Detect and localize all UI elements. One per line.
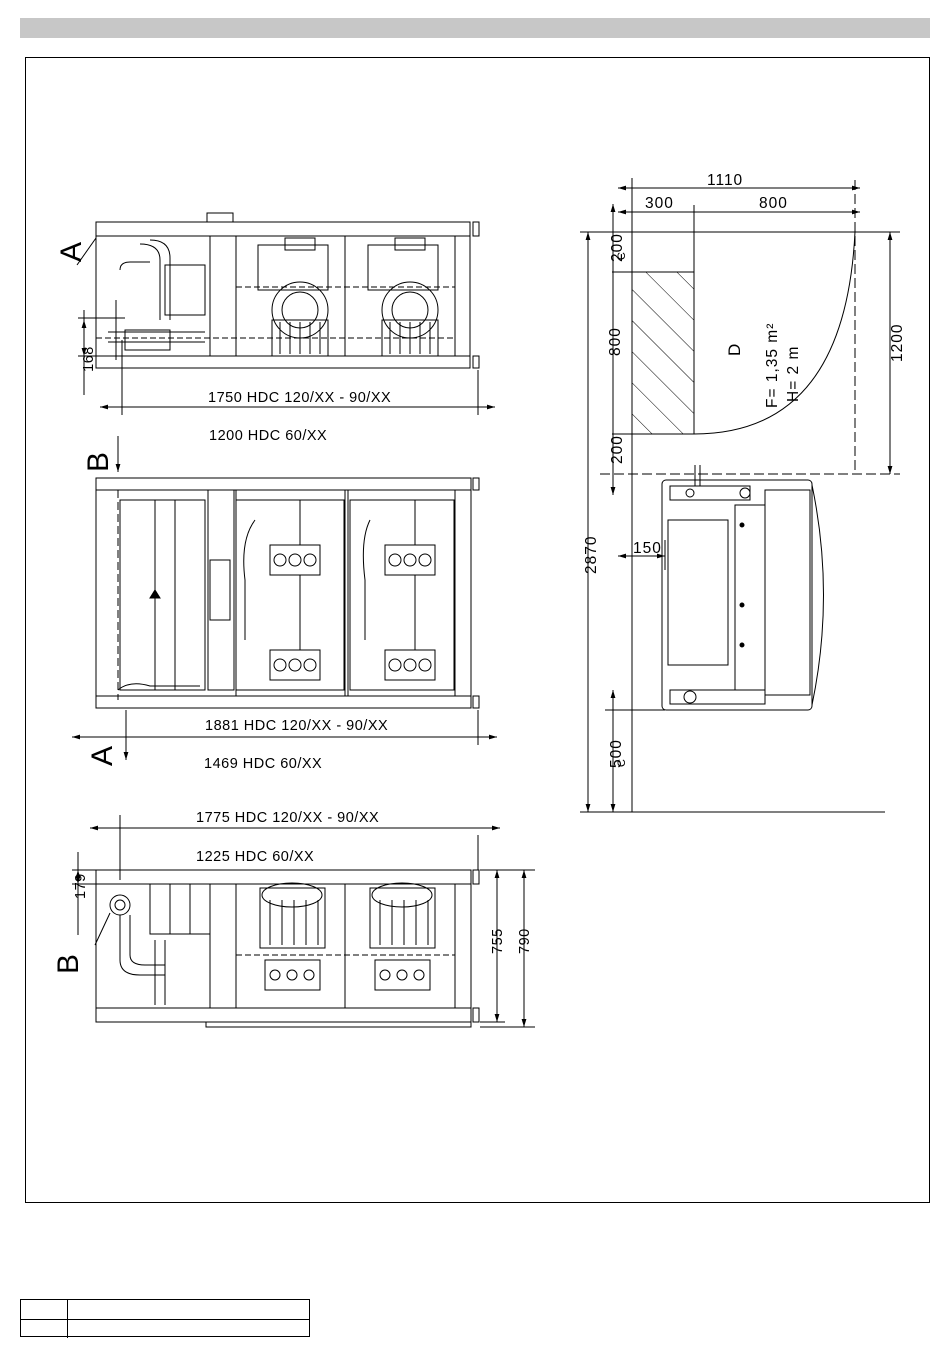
legend-row [21, 1319, 309, 1338]
clearance-c-bottom: C [616, 759, 628, 767]
dim-total-length: 2870 [583, 536, 600, 574]
dim-length-front-1: 1750 HDC 120/XX - 90/XX [208, 390, 391, 406]
clearance-c-top: C [616, 252, 628, 260]
dim-left-width: 300 [645, 195, 674, 212]
motor-2 [370, 883, 435, 990]
side-view [72, 815, 535, 1027]
section-a-top: A [86, 746, 119, 766]
dim-depth-side-2: 790 [517, 928, 533, 954]
dim-total-width: 1110 [707, 172, 743, 189]
valve-block-2 [363, 500, 435, 680]
dim-door-swing: 1200 [889, 324, 906, 362]
dim-height-front: 168 [81, 346, 97, 372]
dim-door: 800 [607, 327, 624, 356]
hatched-door-zone [632, 272, 694, 434]
dim-door-bottom: 200 [609, 435, 626, 464]
dim-right-width: 800 [759, 195, 788, 212]
valve-block-1 [244, 500, 320, 680]
motor-1 [260, 883, 325, 990]
door-label: D [725, 343, 744, 356]
dim-side-gap: 150 [633, 540, 662, 557]
dim-height-side: 179 [73, 873, 89, 899]
height-label: H= 2 m [785, 346, 802, 402]
dim-length-top-2: 1469 HDC 60/XX [204, 756, 322, 772]
section-a-front: A [55, 242, 88, 262]
section-b-side: B [52, 954, 85, 974]
top-view [72, 436, 497, 760]
dim-length-side-2: 1225 HDC 60/XX [196, 849, 314, 865]
front-view [77, 213, 495, 415]
dim-depth-side-1: 755 [490, 928, 506, 954]
dim-length-top-1: 1881 HDC 120/XX - 90/XX [205, 718, 388, 734]
unit-plan-view [662, 465, 824, 710]
area-label: F= 1,35 m² [764, 323, 781, 408]
installation-layout [580, 178, 900, 812]
legend-table [20, 1299, 310, 1337]
legend-row [21, 1300, 309, 1320]
dim-length-side-1: 1775 HDC 120/XX - 90/XX [196, 810, 379, 826]
dim-length-front-2: 1200 HDC 60/XX [209, 428, 327, 444]
section-b-top: B [82, 452, 115, 472]
